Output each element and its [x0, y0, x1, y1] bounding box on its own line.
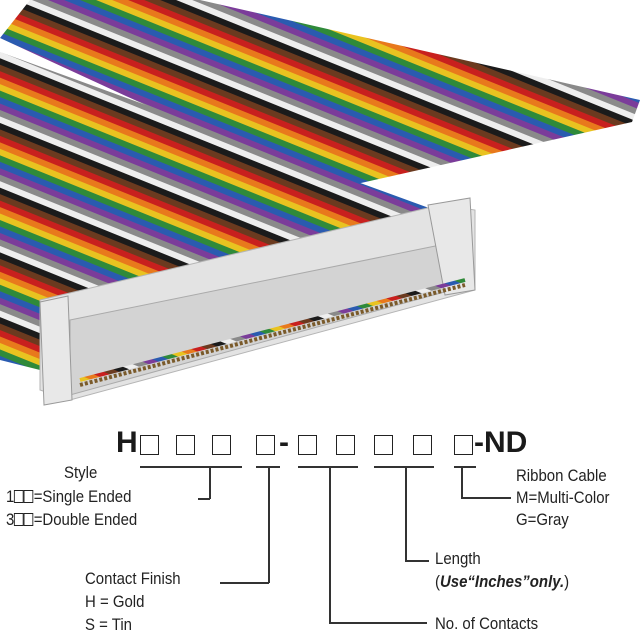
style-option-prefix: 1 [6, 487, 15, 506]
part-number-suffix: -ND [474, 426, 528, 459]
style-option-text: =Double Ended [33, 510, 138, 529]
style-option-double: 3 =Double Ended [6, 510, 137, 530]
length-leader [405, 466, 407, 561]
part-number-box [212, 435, 231, 455]
contact-finish-gold: H = Gold [85, 592, 145, 611]
contacts-leader [329, 466, 331, 623]
contacts-underline [298, 466, 358, 468]
ribbon-leader [461, 497, 511, 499]
contacts-leader [329, 622, 427, 624]
length-underline [374, 466, 434, 468]
pin-row [79, 283, 466, 387]
part-number-box [298, 435, 317, 455]
length-title: Length [435, 549, 481, 568]
contacts-title: No. of Contacts [435, 614, 539, 633]
ribbon-leader [461, 466, 463, 498]
length-leader [405, 560, 429, 562]
style-option-prefix: 3 [6, 510, 15, 529]
style-leader [209, 466, 211, 499]
pin-row-colors [79, 278, 466, 382]
ribbon-cable-title: Ribbon Cable [516, 466, 607, 485]
part-number-box [336, 435, 355, 455]
ribbon-cable-product-image [0, 0, 640, 406]
length-note-text: Use“Inches”only. [439, 572, 565, 591]
style-option-single: 1 =Single Ended [6, 487, 131, 507]
contact-finish-tin: S = Tin [85, 615, 132, 634]
part-number-prefix: H [116, 426, 138, 459]
contact-finish-title: Contact Finish [85, 569, 181, 588]
part-number-box [256, 435, 275, 455]
finish-leader [268, 466, 270, 583]
paren: ) [564, 572, 570, 591]
style-underline [140, 466, 242, 468]
style-leader [198, 498, 210, 500]
blank-box [14, 513, 25, 526]
part-number-box [374, 435, 393, 455]
ribbon-gray: G=Gray [516, 510, 569, 529]
ribbon-multicolor: M=Multi-Color [516, 488, 610, 507]
ribbon-underline [454, 466, 476, 468]
style-option-text: =Single Ended [33, 487, 132, 506]
part-number-box [140, 435, 159, 455]
blank-box [24, 513, 34, 526]
blank-box [24, 490, 34, 503]
paren: ( [435, 572, 440, 591]
part-number-box [454, 435, 473, 455]
connector-latch-right [427, 197, 476, 296]
finish-leader [220, 582, 269, 584]
blank-box [14, 490, 25, 503]
connector-latch-left [39, 295, 73, 406]
part-number-box [413, 435, 432, 455]
part-number-box [176, 435, 195, 455]
upper-ribbon-cable [0, 0, 640, 190]
part-number-dash: - [279, 426, 289, 459]
length-note: (Use“Inches”only.) [435, 572, 569, 592]
style-title: Style [64, 463, 98, 482]
